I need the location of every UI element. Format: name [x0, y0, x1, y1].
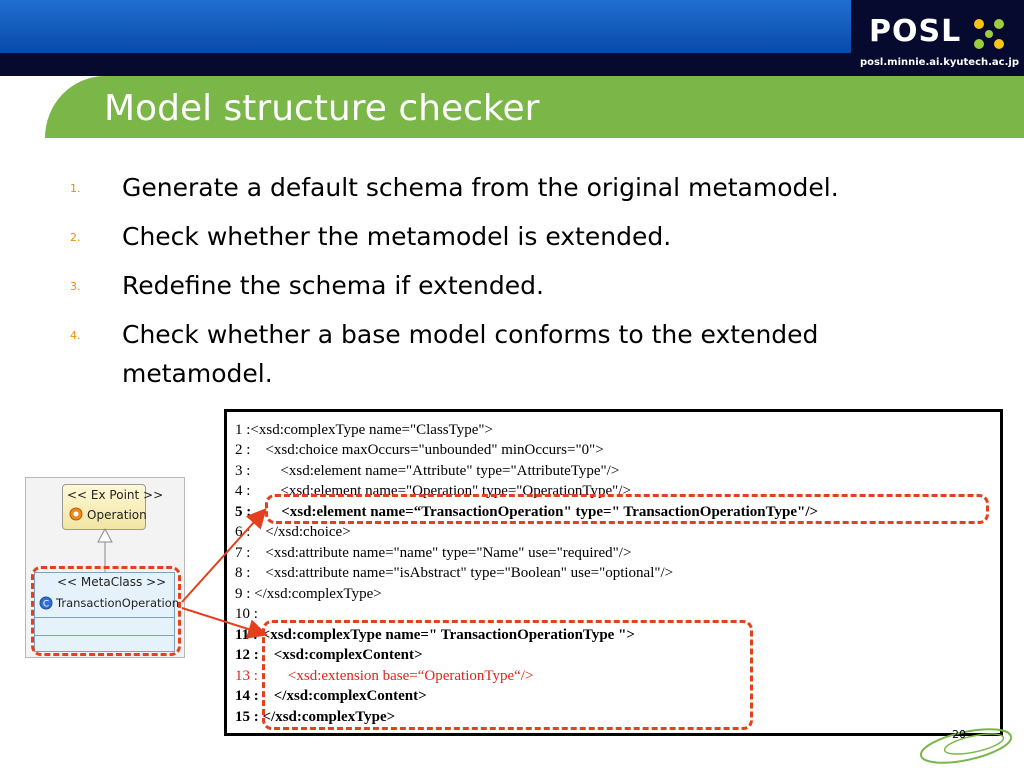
header-dark-strip: [0, 53, 1024, 76]
code-line: 10 :: [235, 606, 258, 622]
list-item: 1. Generate a default schema from the or…: [70, 168, 970, 207]
ex-point-stereotype: << Ex Point >>: [67, 488, 164, 502]
list-text: Check whether a base model conforms to t…: [122, 320, 819, 388]
ex-point-box: << Ex Point >> Operation: [62, 484, 163, 530]
slide-title: Model structure checker: [104, 88, 540, 129]
brand-url: posl.minnie.ai.kyutech.ac.jp: [859, 57, 1019, 68]
metaclass-highlight: [31, 566, 181, 656]
code-line-highlighted: 15 : </xsd:complexType>: [235, 709, 396, 725]
list-number: 3.: [70, 280, 81, 293]
metaclass-box: << MetaClass >> C TransactionOperation: [34, 572, 179, 652]
metaclass-divider: [35, 635, 174, 636]
list-text: Redefine the schema if extended.: [122, 271, 544, 300]
list-text: Generate a default schema from the origi…: [122, 173, 839, 202]
metaclass-divider: [35, 617, 174, 618]
complextype-highlight: [262, 620, 753, 730]
element-highlight: [265, 494, 989, 524]
brand-name: POSL: [869, 14, 962, 49]
svg-text:C: C: [43, 600, 49, 610]
code-line: 7 : <xsd:attribute name="name" type="Nam…: [235, 545, 632, 561]
posl-x-logo-icon: [974, 19, 1004, 49]
metaclass-name: TransactionOperation: [56, 596, 180, 610]
list-text: Check whether the metamodel is extended.: [122, 222, 672, 251]
title-band: [45, 76, 1024, 138]
ex-point-name: Operation: [87, 508, 147, 522]
list-item: 3. Redefine the schema if extended.: [70, 266, 970, 305]
list-number: 4.: [70, 329, 81, 342]
code-line: 2 : <xsd:choice maxOccurs="unbounded" mi…: [235, 442, 604, 458]
code-line: 8 : <xsd:attribute name="isAbstract" typ…: [235, 565, 674, 581]
code-line: 9 : </xsd:complexType>: [235, 586, 382, 602]
code-line-extension: 13 : <xsd:extension base=“OperationType“…: [235, 668, 534, 684]
brand-block: POSL posl.minnie.ai.kyutech.ac.jp: [851, 0, 1024, 76]
footer-swirl: [919, 728, 1013, 764]
steps-list: 1. Generate a default schema from the or…: [70, 168, 970, 403]
code-line-highlighted: 14 : </xsd:complexContent>: [235, 688, 427, 704]
code-line: 1 :<xsd:complexType name="ClassType">: [235, 422, 493, 438]
blue-circle-icon: C: [39, 596, 53, 610]
code-line-highlighted: 5 : <xsd:element name=“TransactionOperat…: [235, 504, 819, 520]
list-item: 4. Check whether a base model conforms t…: [70, 315, 970, 393]
list-item: 2. Check whether the metamodel is extend…: [70, 217, 970, 256]
code-line: 6 : </xsd:choice>: [235, 524, 351, 540]
list-number: 1.: [70, 182, 81, 195]
code-line: 3 : <xsd:element name="Attribute" type="…: [235, 463, 620, 479]
orange-circle-icon: [69, 507, 83, 521]
list-number: 2.: [70, 231, 81, 244]
page-number: 20: [952, 728, 966, 741]
metaclass-stereotype: << MetaClass >>: [57, 575, 167, 589]
xsd-code-box: 1 :<xsd:complexType name="ClassType"> 2 …: [224, 409, 1003, 736]
code-line-highlighted: 12 : <xsd:complexContent>: [235, 647, 423, 663]
